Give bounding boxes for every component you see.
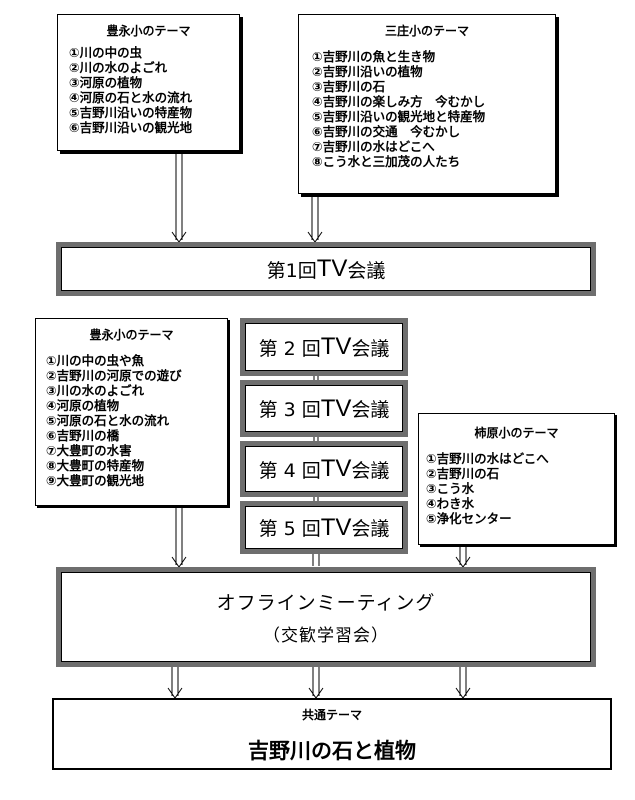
offline-meeting-subtitle: （交歓学習会） [263, 626, 389, 646]
list-item: ①吉野川の水はどこへ [426, 451, 549, 466]
toyonaga-theme-box-1: 豊永小のテーマ ①川の中の虫 ②川の水のよごれ ③河原の植物 ④河原の石と水の流… [57, 14, 240, 151]
list-item: ②吉野川沿いの植物 [312, 64, 423, 79]
theme-list: ①吉野川の魚と生き物 ②吉野川沿いの植物 ③吉野川の石 ④吉野川の楽しみ方 今む… [299, 49, 555, 169]
box-title: 豊永小のテーマ [106, 24, 191, 38]
list-item: ⑧大豊町の特産物 [46, 458, 145, 473]
list-item: ⑥吉野川の交通 今むかし [312, 124, 461, 139]
list-item: ⑦吉野川の水はどこへ [312, 139, 435, 154]
list-item: ⑥吉野川の橋 [46, 428, 120, 443]
list-item: ④河原の植物 [46, 398, 120, 413]
list-item: ①川の中の虫や魚 [46, 353, 145, 368]
box-title: 豊永小のテーマ [89, 328, 174, 342]
list-item: ⑦大豊町の水害 [46, 443, 132, 458]
list-item: ②川の水のよごれ [69, 60, 168, 75]
list-item: ⑥吉野川沿いの観光地 [69, 120, 193, 135]
list-item: ③川の水のよごれ [46, 383, 145, 398]
box-title: 三庄小のテーマ [384, 24, 469, 38]
box-title: 柿原小のテーマ [474, 426, 559, 440]
offline-meeting-box: オフラインミーティング （交歓学習会） [56, 567, 596, 667]
list-item: ④わき水 [426, 496, 475, 511]
offline-meeting-title: オフラインミーティング [216, 592, 436, 614]
list-item: ①川の中の虫 [69, 45, 143, 60]
list-item: ①吉野川の魚と生き物 [312, 49, 436, 64]
list-item: ③河原の植物 [69, 75, 143, 90]
common-theme-text: 吉野川の石と植物 [248, 739, 416, 763]
theme-list: ①川の中の虫や魚 ②吉野川の河原での遊び ③川の水のよごれ ④河原の植物 ⑤河原… [36, 353, 227, 488]
list-item: ⑨大豊町の観光地 [46, 473, 145, 488]
kakihara-theme-box: 柿原小のテーマ ①吉野川の水はどこへ ②吉野川の石 ③こう水 ④わき水 ⑤浄化セ… [418, 413, 615, 545]
theme-list: ①川の中の虫 ②川の水のよごれ ③河原の植物 ④河原の石と水の流れ ⑤吉野川沿い… [58, 45, 239, 135]
list-item: ⑤浄化センター [426, 511, 512, 526]
list-item: ⑤河原の石と水の流れ [46, 413, 170, 428]
list-item: ③こう水 [426, 481, 475, 496]
list-item: ②吉野川の河原での遊び [46, 368, 182, 383]
list-item: ④吉野川の楽しみ方 今むかし [312, 94, 486, 109]
common-theme-box: 共通テーマ 吉野川の石と植物 [52, 698, 612, 770]
list-item: ④河原の石と水の流れ [69, 90, 193, 105]
sansho-theme-box: 三庄小のテーマ ①吉野川の魚と生き物 ②吉野川沿いの植物 ③吉野川の石 ④吉野川… [298, 14, 556, 194]
common-theme-label: 共通テーマ [301, 708, 362, 722]
list-item: ⑧こう水と三加茂の人たち [312, 154, 461, 169]
list-item: ⑤吉野川沿いの観光地と特産物 [312, 109, 486, 124]
toyonaga-theme-box-2: 豊永小のテーマ ①川の中の虫や魚 ②吉野川の河原での遊び ③川の水のよごれ ④河… [35, 318, 228, 506]
list-item: ⑤吉野川沿いの特産物 [69, 105, 193, 120]
theme-list: ①吉野川の水はどこへ ②吉野川の石 ③こう水 ④わき水 ⑤浄化センター [419, 451, 614, 526]
list-item: ②吉野川の石 [426, 466, 500, 481]
list-item: ③吉野川の石 [312, 79, 386, 94]
